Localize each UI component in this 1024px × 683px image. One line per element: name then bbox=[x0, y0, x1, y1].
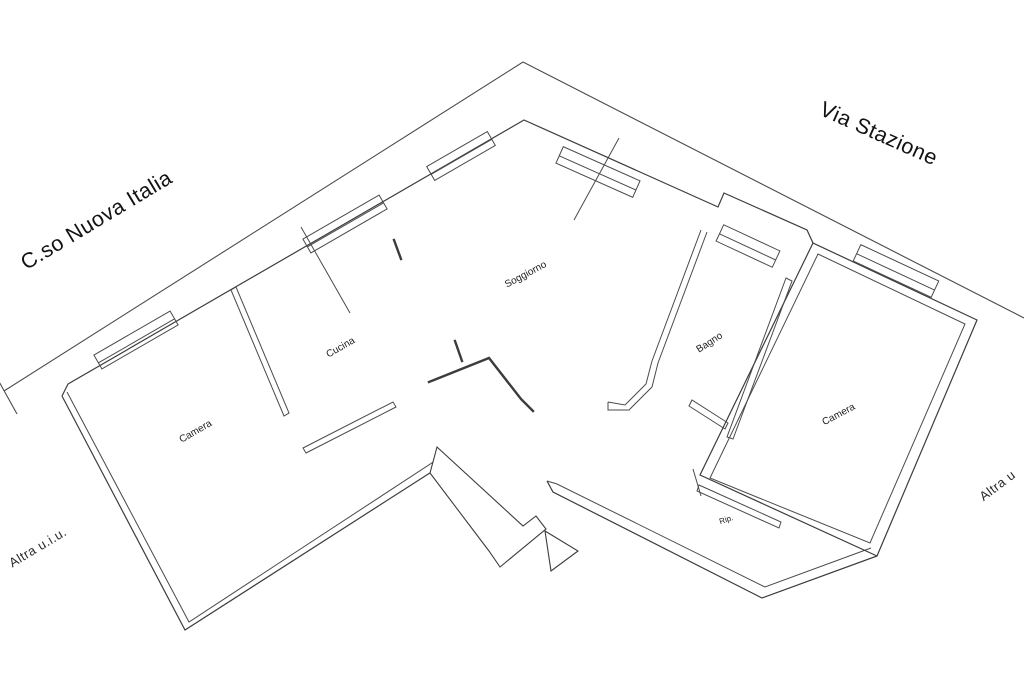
section-line-left bbox=[300, 226, 351, 314]
camera-right-outline bbox=[699, 242, 878, 557]
cucina-camera-wall bbox=[230, 286, 290, 417]
window-symbol bbox=[715, 224, 781, 268]
window-symbol bbox=[302, 194, 388, 254]
exterior-wall-left-bottom bbox=[61, 395, 448, 631]
adjacent-unit-label-right: Altra u bbox=[976, 467, 1018, 504]
street-boundary-line bbox=[3, 61, 1024, 392]
room-label-cucina: Cucina bbox=[325, 335, 358, 360]
triangle-symbol bbox=[544, 529, 579, 572]
room-label-rip: Rip. bbox=[718, 513, 734, 526]
window-symbol bbox=[555, 146, 641, 198]
room-label-soggiorno: Soggiorno bbox=[503, 259, 549, 290]
adjacent-unit-label-bottom-left: Altra u.i.u. bbox=[6, 524, 69, 570]
building-outline bbox=[61, 119, 978, 599]
rip-wall-bar bbox=[696, 484, 782, 529]
rip-wall-flange bbox=[692, 468, 702, 497]
street-label-left: C.so Nuova Italia bbox=[16, 165, 176, 274]
section-line-right bbox=[573, 137, 620, 221]
entrance-zigzag-wall bbox=[429, 445, 547, 568]
bagno-right-wall bbox=[726, 277, 793, 440]
exterior-wall-left-bottom-inner bbox=[66, 391, 448, 623]
bagno-left-wall-inner bbox=[607, 231, 708, 411]
corridor-wall-inner bbox=[546, 480, 872, 588]
cucina-bottom-wall bbox=[302, 401, 397, 454]
bagno-right-wall-foot bbox=[688, 399, 729, 430]
room-label-camera-right: Camera bbox=[821, 401, 858, 428]
room-label-bagno: Bagno bbox=[695, 330, 726, 355]
boundary-tick-mark bbox=[0, 382, 18, 415]
window-symbol bbox=[426, 130, 496, 182]
street-label-right: Via Stazione bbox=[816, 97, 941, 170]
hall-l-wall bbox=[427, 356, 535, 413]
window-symbol bbox=[93, 310, 179, 370]
window-symbol bbox=[852, 244, 940, 298]
room-label-camera-left: Camera bbox=[178, 418, 215, 446]
top-wall-stub bbox=[392, 238, 403, 261]
hall-wall-stub bbox=[453, 339, 464, 363]
bagno-left-wall bbox=[607, 229, 702, 406]
